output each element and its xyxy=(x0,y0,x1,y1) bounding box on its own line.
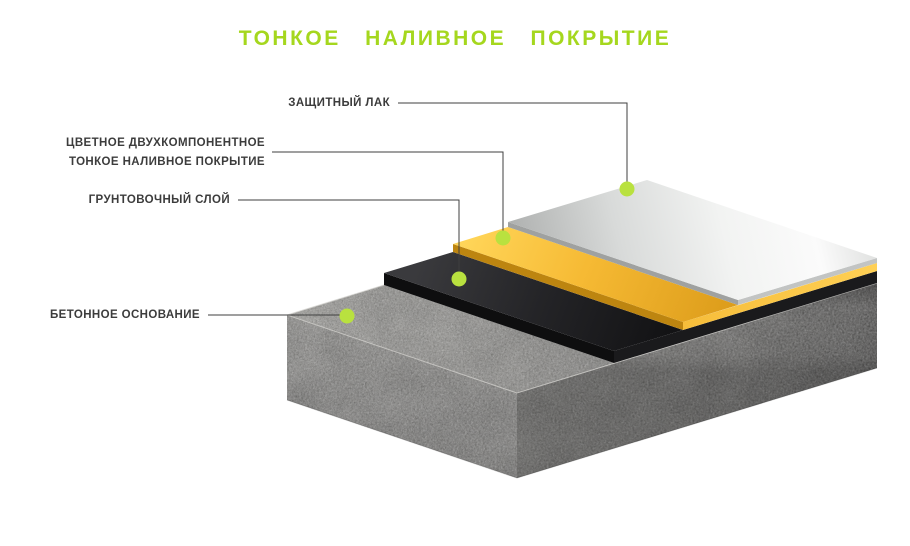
label-concrete-base: БЕТОННОЕ ОСНОВАНИЕ xyxy=(49,309,200,321)
coating-layer-riser xyxy=(453,244,683,330)
leader-line-lacquer xyxy=(398,102,628,186)
lacquer-layer-top xyxy=(508,180,877,300)
label-primer-layer: ГРУНТОВОЧНЫЙ СЛОЙ xyxy=(88,194,230,206)
concrete-left-edge-highlight xyxy=(286,284,385,316)
label-colored-coating-line1: ЦВЕТНОЕ ДВУХКОМПОНЕНТНОЕ xyxy=(66,137,265,149)
coating-layer xyxy=(453,227,877,330)
concrete-top-edge-highlight xyxy=(286,282,878,394)
lacquer-layer-riser xyxy=(508,222,738,305)
concrete-slab xyxy=(286,282,878,479)
primer-layer-riser xyxy=(384,273,614,363)
label-colored-coating: ЦВЕТНОЕ ДВУХКОМПОНЕНТНОЕ ТОНКОЕ НАЛИВНОЕ… xyxy=(66,134,265,172)
lacquer-layer xyxy=(508,180,877,305)
leader-line-primer xyxy=(238,199,460,275)
label-colored-coating-line2: ТОНКОЕ НАЛИВНОЕ ПОКРЫТИЕ xyxy=(68,156,265,168)
marker-lacquer xyxy=(619,181,635,197)
leader-line-coating xyxy=(272,151,504,234)
marker-coating xyxy=(495,230,511,246)
marker-concrete xyxy=(339,308,355,324)
label-protective-lacquer: ЗАЩИТНЫЙ ЛАК xyxy=(288,97,390,109)
callout-markers xyxy=(339,181,635,324)
page-title: ТОНКОЕ НАЛИВНОЕ ПОКРЫТИЕ xyxy=(238,27,672,50)
lacquer-layer-front-edge xyxy=(738,258,877,305)
marker-primer xyxy=(451,271,467,287)
callout-lines xyxy=(208,102,628,316)
coating-layer-top xyxy=(453,227,738,322)
concrete-right-shade xyxy=(517,283,877,478)
primer-layer-front-edge xyxy=(614,271,877,363)
concrete-bottom-edge xyxy=(286,367,878,479)
coating-layer-front-edge xyxy=(683,263,877,330)
